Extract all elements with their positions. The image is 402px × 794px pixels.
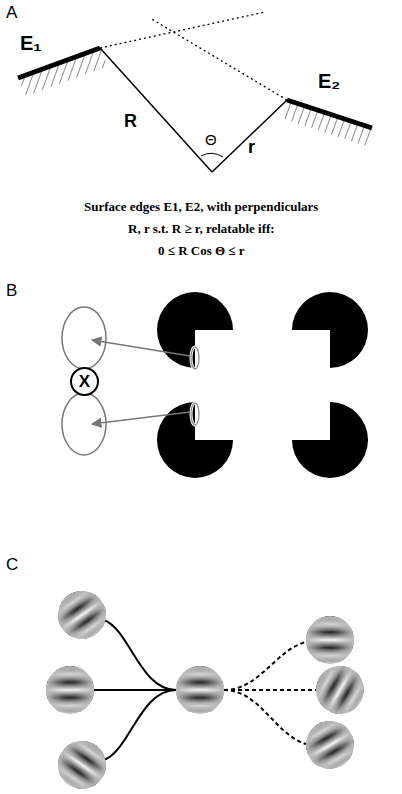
symbol-label: E₁ [20,32,42,54]
panel-letter: A [6,4,17,23]
node-text: X [79,373,90,390]
symbol-label: E₂ [318,70,340,92]
caption-line: 0 ≤ R Cos Θ ≤ r [158,244,245,258]
symbol-label: Θ [205,132,217,149]
panel-letter: B [6,282,17,301]
symbol-label: r [248,138,255,158]
symbol-label: R [124,112,137,132]
caption-line: R, r s.t. R ≥ r, relatable iff: [128,222,275,236]
caption-line: Surface edges E1, E2, with perpendicular… [84,200,318,214]
unit-circle: X [70,367,99,396]
panel-letter: C [6,556,18,575]
